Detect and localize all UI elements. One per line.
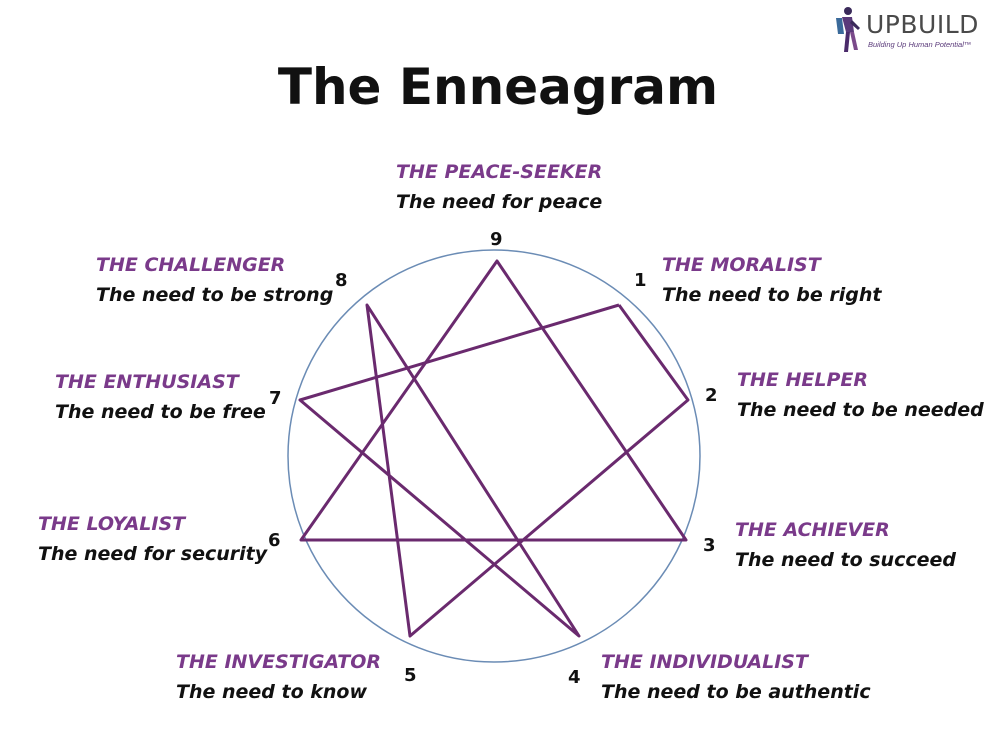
page-title: The Enneagram [277,58,719,116]
type-need: The need to be needed [737,399,984,421]
type-number-4: 4 [568,667,581,688]
type-number-5: 5 [404,665,417,686]
logo-tagline: Building Up Human Potential™ [868,40,972,49]
type-number-6: 6 [268,530,281,551]
type-number-1: 1 [634,270,647,291]
type-label-1: THE MORALIST The need to be right [662,250,881,310]
type-name: THE LOYALIST [38,513,186,535]
type-number-7: 7 [269,388,282,409]
upbuild-logo: UPBUILD Building Up Human Potential™ [828,6,993,58]
type-name: THE INDIVIDUALIST [601,651,808,673]
type-need: The need to know [176,681,368,703]
type-label-3: THE ACHIEVER The need to succeed [735,515,956,575]
logo-name: UPBUILD [866,10,979,39]
type-label-5: THE INVESTIGATOR The need to know [176,647,381,707]
type-need: The need to succeed [735,549,956,571]
enneagram-hexad [298,303,690,638]
type-need: The need for peace [396,191,603,213]
type-name: THE MORALIST [662,254,821,276]
type-label-7: THE ENTHUSIAST The need to be free [55,367,266,427]
type-name: THE INVESTIGATOR [176,651,382,673]
type-need: The need for security [38,543,268,565]
type-name: THE ENTHUSIAST [55,371,239,393]
type-label-6: THE LOYALIST The need for security [38,509,267,569]
type-need: The need to be free [55,401,266,423]
enneagram-circle [287,249,701,663]
type-need: The need to be authentic [601,681,871,703]
type-name: THE CHALLENGER [96,254,286,276]
type-number-9: 9 [490,229,503,250]
type-label-9: THE PEACE-SEEKER The need for peace [396,157,602,217]
type-label-8: THE CHALLENGER The need to be strong [96,250,333,310]
type-need: The need to be right [662,284,882,306]
type-name: THE ACHIEVER [735,519,890,541]
climber-icon [836,7,860,52]
type-number-3: 3 [703,535,716,556]
type-name: THE HELPER [737,369,868,391]
type-number-8: 8 [335,270,348,291]
type-name: THE PEACE-SEEKER [396,161,603,183]
type-label-4: THE INDIVIDUALIST The need to be authent… [601,647,871,707]
enneagram-triangle [299,259,688,542]
type-label-2: THE HELPER The need to be needed [737,365,984,425]
type-need: The need to be strong [96,284,334,306]
type-number-2: 2 [705,385,718,406]
